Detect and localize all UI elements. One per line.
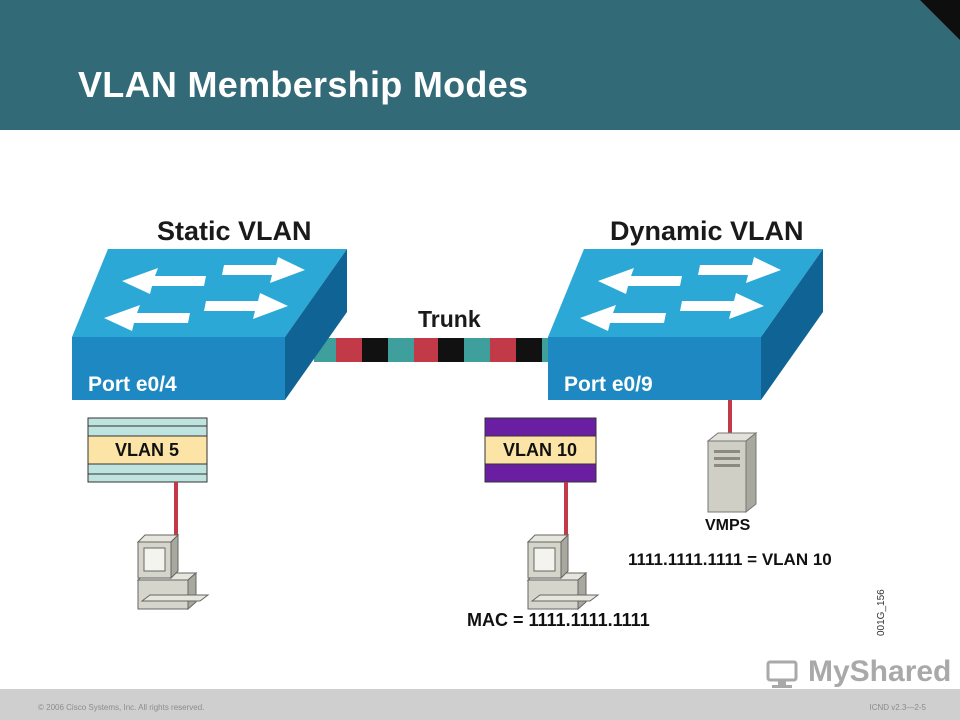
dynamic-switch-icon bbox=[548, 249, 823, 400]
footer-bar bbox=[0, 689, 960, 720]
mac-label: MAC = 1111.1111.1111 bbox=[467, 610, 650, 630]
slide-title: VLAN Membership Modes bbox=[78, 64, 529, 105]
dynamic-vlan-heading: Dynamic VLAN bbox=[610, 216, 804, 246]
corner-decoration bbox=[920, 0, 960, 40]
myshared-watermark: MyShared bbox=[808, 655, 952, 688]
static-workstation-icon bbox=[136, 533, 210, 611]
myshared-logo-icon bbox=[766, 660, 798, 688]
static-switch-icon bbox=[72, 249, 347, 400]
course-id: ICND v2.3—2-5 bbox=[869, 703, 926, 712]
dynamic-workstation-icon bbox=[526, 533, 600, 611]
vmps-mapping: 1111.1111.1111 = VLAN 10 bbox=[628, 550, 832, 569]
dynamic-port-label: Port e0/9 bbox=[564, 373, 653, 396]
figure-id: 001G_156 bbox=[876, 589, 887, 636]
vmps-label: VMPS bbox=[705, 517, 751, 534]
vlan10-label: VLAN 10 bbox=[503, 440, 577, 460]
copyright-text: © 2006 Cisco Systems, Inc. All rights re… bbox=[38, 703, 205, 712]
static-port-label: Port e0/4 bbox=[88, 373, 177, 396]
trunk-label: Trunk bbox=[418, 306, 481, 332]
vlan5-label: VLAN 5 bbox=[115, 440, 179, 460]
server-icon bbox=[706, 431, 758, 514]
title-bar bbox=[0, 0, 960, 130]
trunk-link bbox=[314, 338, 560, 362]
vlan5-box bbox=[87, 417, 208, 483]
vlan10-box bbox=[484, 417, 597, 483]
static-vlan-heading: Static VLAN bbox=[157, 216, 312, 246]
